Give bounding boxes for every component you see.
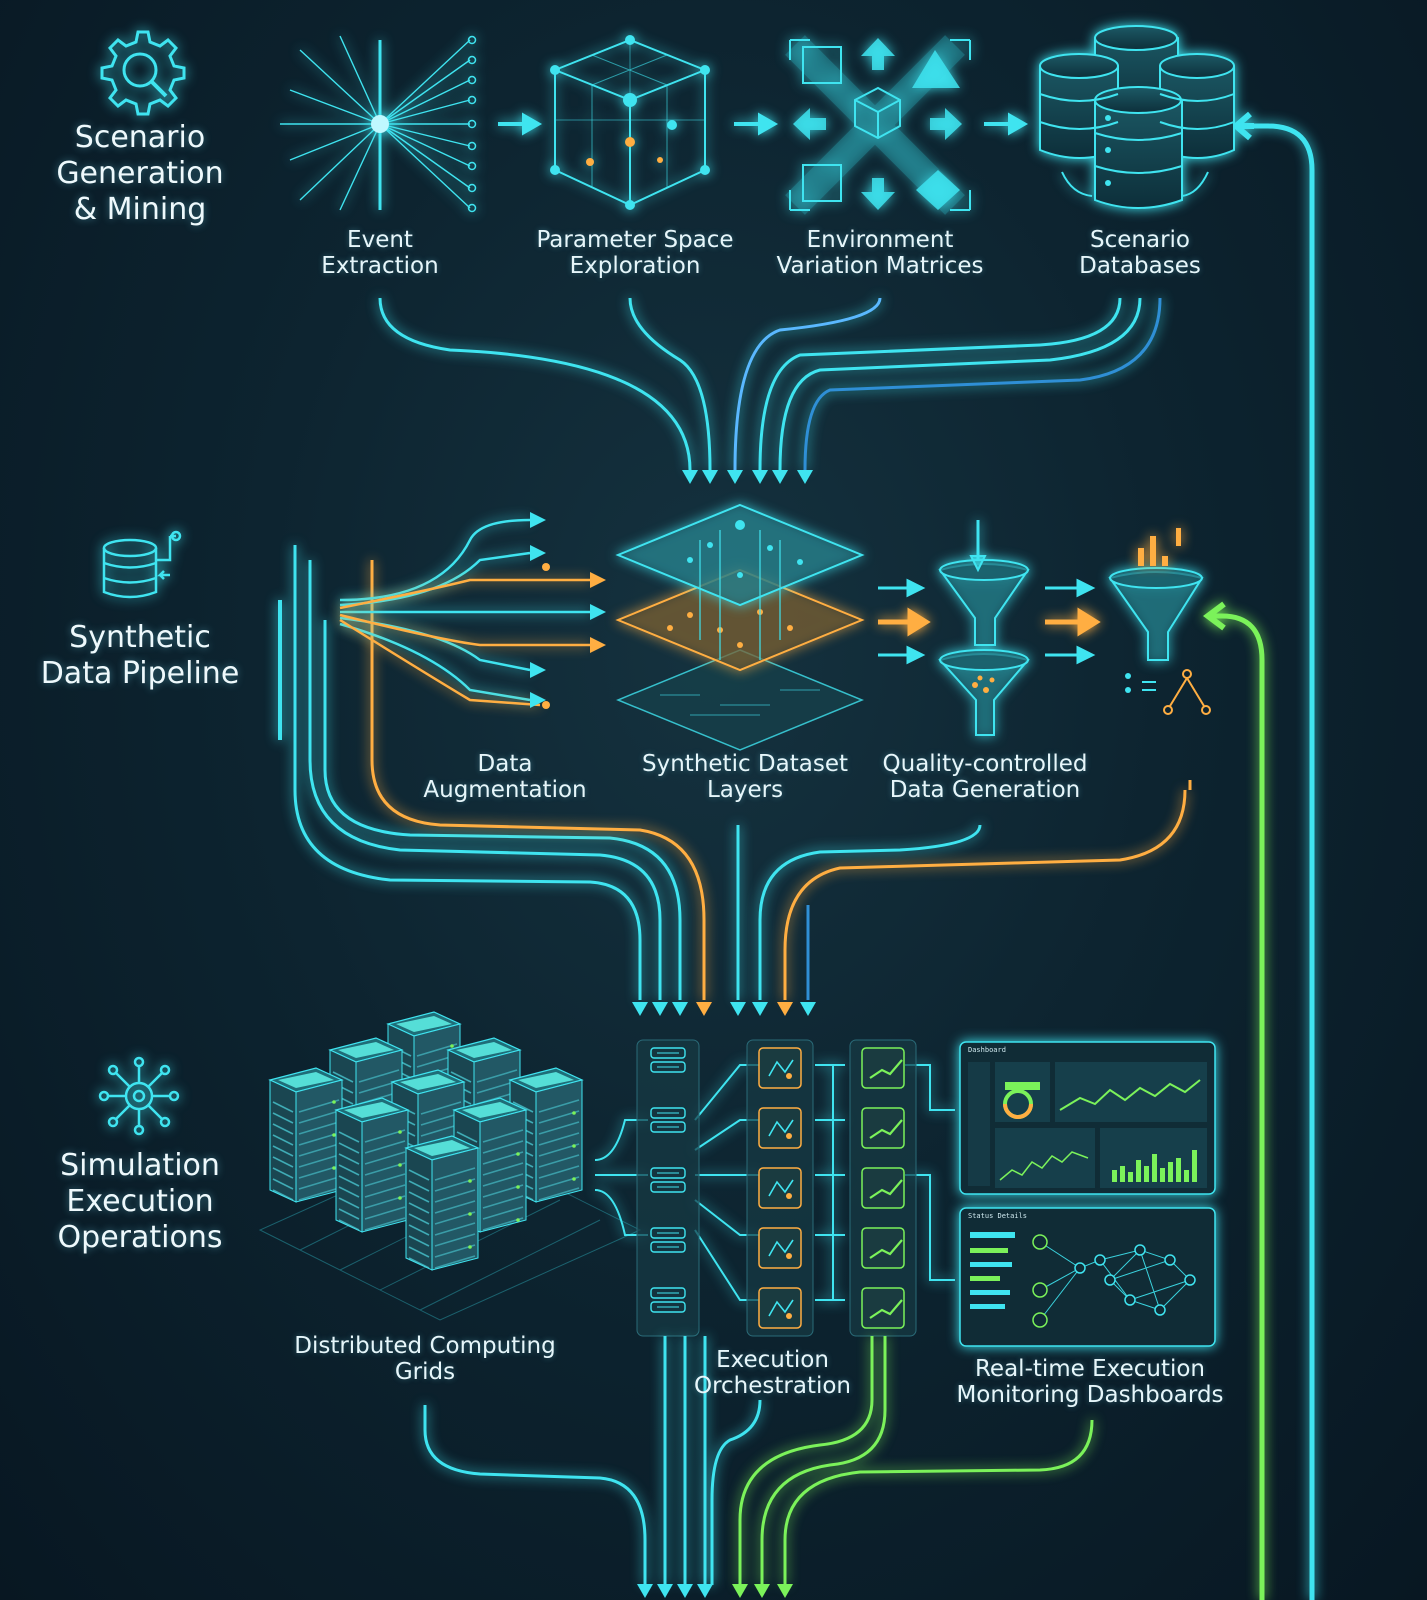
label-execution-orchestration: Execution Orchestration xyxy=(693,1347,852,1399)
task-tile xyxy=(758,1227,802,1269)
feedback-loop-green xyxy=(1203,601,1265,1600)
execution-trend-stack xyxy=(861,1047,905,1329)
event-extraction-icon xyxy=(280,35,477,213)
environment-variation-icon xyxy=(785,35,971,215)
quality-funnel-icon xyxy=(938,520,1030,736)
label-distributed-grids: Distributed Computing Grids xyxy=(294,1333,556,1385)
distributed-computing-grid-icon xyxy=(258,1011,642,1321)
network-gear-icon xyxy=(98,1056,180,1136)
task-tile xyxy=(758,1107,802,1149)
section-title-synthetic: Synthetic Data Pipeline xyxy=(40,620,240,691)
scenario-merge-lines xyxy=(378,297,1162,471)
label-data-augmentation: Data Augmentation xyxy=(423,751,587,803)
simulation-output-lines xyxy=(423,1336,1094,1585)
gear-search-icon xyxy=(100,30,186,116)
feedback-loop-cyan xyxy=(1231,111,1315,1600)
orchestration-column-3 xyxy=(849,1039,917,1337)
queue-tile xyxy=(650,1047,686,1073)
synthetic-fan-arrowheads xyxy=(530,512,606,709)
label-monitoring-dashboards: Real-time Execution Monitoring Dashboard… xyxy=(956,1356,1224,1408)
database-flow-icon xyxy=(102,530,182,599)
task-tile xyxy=(758,1287,802,1329)
section-title-simulation: Simulation Execution Operations xyxy=(57,1148,223,1255)
trend-tile xyxy=(861,1047,905,1089)
dashboard-top xyxy=(959,1041,1216,1195)
task-scheduler-stack xyxy=(758,1047,802,1329)
queue-stack xyxy=(650,1047,686,1313)
orchestration-column-2 xyxy=(746,1039,814,1337)
scenario-merge-arrowheads xyxy=(682,470,813,484)
trend-tile xyxy=(861,1287,905,1329)
synthetic-merge-arrowheads xyxy=(632,1002,816,1016)
simulation-output-arrowheads xyxy=(637,1584,793,1598)
scenario-databases-icon xyxy=(1039,25,1235,209)
label-parameter-space: Parameter Space Exploration xyxy=(536,227,734,279)
queue-tile xyxy=(650,1167,686,1193)
label-environment-variation: Environment Variation Matrices xyxy=(776,227,984,279)
server-racks xyxy=(268,1011,584,1271)
layer-to-funnel-arrows xyxy=(878,578,1101,665)
top-row-arrows xyxy=(498,112,1029,136)
orchestration-column-1 xyxy=(636,1039,700,1337)
task-tile xyxy=(758,1047,802,1089)
dashboard-top-title: Dashboard xyxy=(968,1046,1006,1054)
task-tile xyxy=(758,1167,802,1209)
dashboard-bottom xyxy=(959,1207,1216,1347)
label-quality-controlled: Quality-controlled Data Generation xyxy=(882,751,1088,803)
dashboard-bottom-title: Status Details xyxy=(968,1212,1028,1220)
trend-tile xyxy=(861,1167,905,1209)
trend-tile xyxy=(861,1227,905,1269)
funnel-tree-icon xyxy=(1125,669,1211,715)
section-title-scenario: Scenario Generation & Mining xyxy=(56,120,224,227)
grid-to-orchestration-lines xyxy=(594,1064,955,1301)
server-rack xyxy=(334,1097,410,1233)
queue-tile xyxy=(650,1287,686,1313)
funnel-output-bars xyxy=(1138,528,1181,566)
trend-tile xyxy=(861,1107,905,1149)
synthetic-dataset-layers-icon xyxy=(615,503,865,751)
queue-tile xyxy=(650,1227,686,1253)
label-synthetic-layers: Synthetic Dataset Layers xyxy=(642,751,848,803)
server-rack xyxy=(268,1067,344,1203)
server-rack xyxy=(404,1135,480,1271)
synthetic-left-bundle xyxy=(278,545,706,1000)
label-scenario-databases: Scenario Databases xyxy=(1079,227,1201,279)
parameter-space-cube-icon xyxy=(550,35,710,210)
funnel-particles xyxy=(972,675,995,693)
queue-tile xyxy=(650,1107,686,1133)
synthetic-merge-lines xyxy=(736,780,1192,1000)
synthetic-fan-lines xyxy=(339,518,590,707)
label-event-extraction: Event Extraction xyxy=(321,227,439,279)
output-funnel-icon xyxy=(1108,567,1204,661)
